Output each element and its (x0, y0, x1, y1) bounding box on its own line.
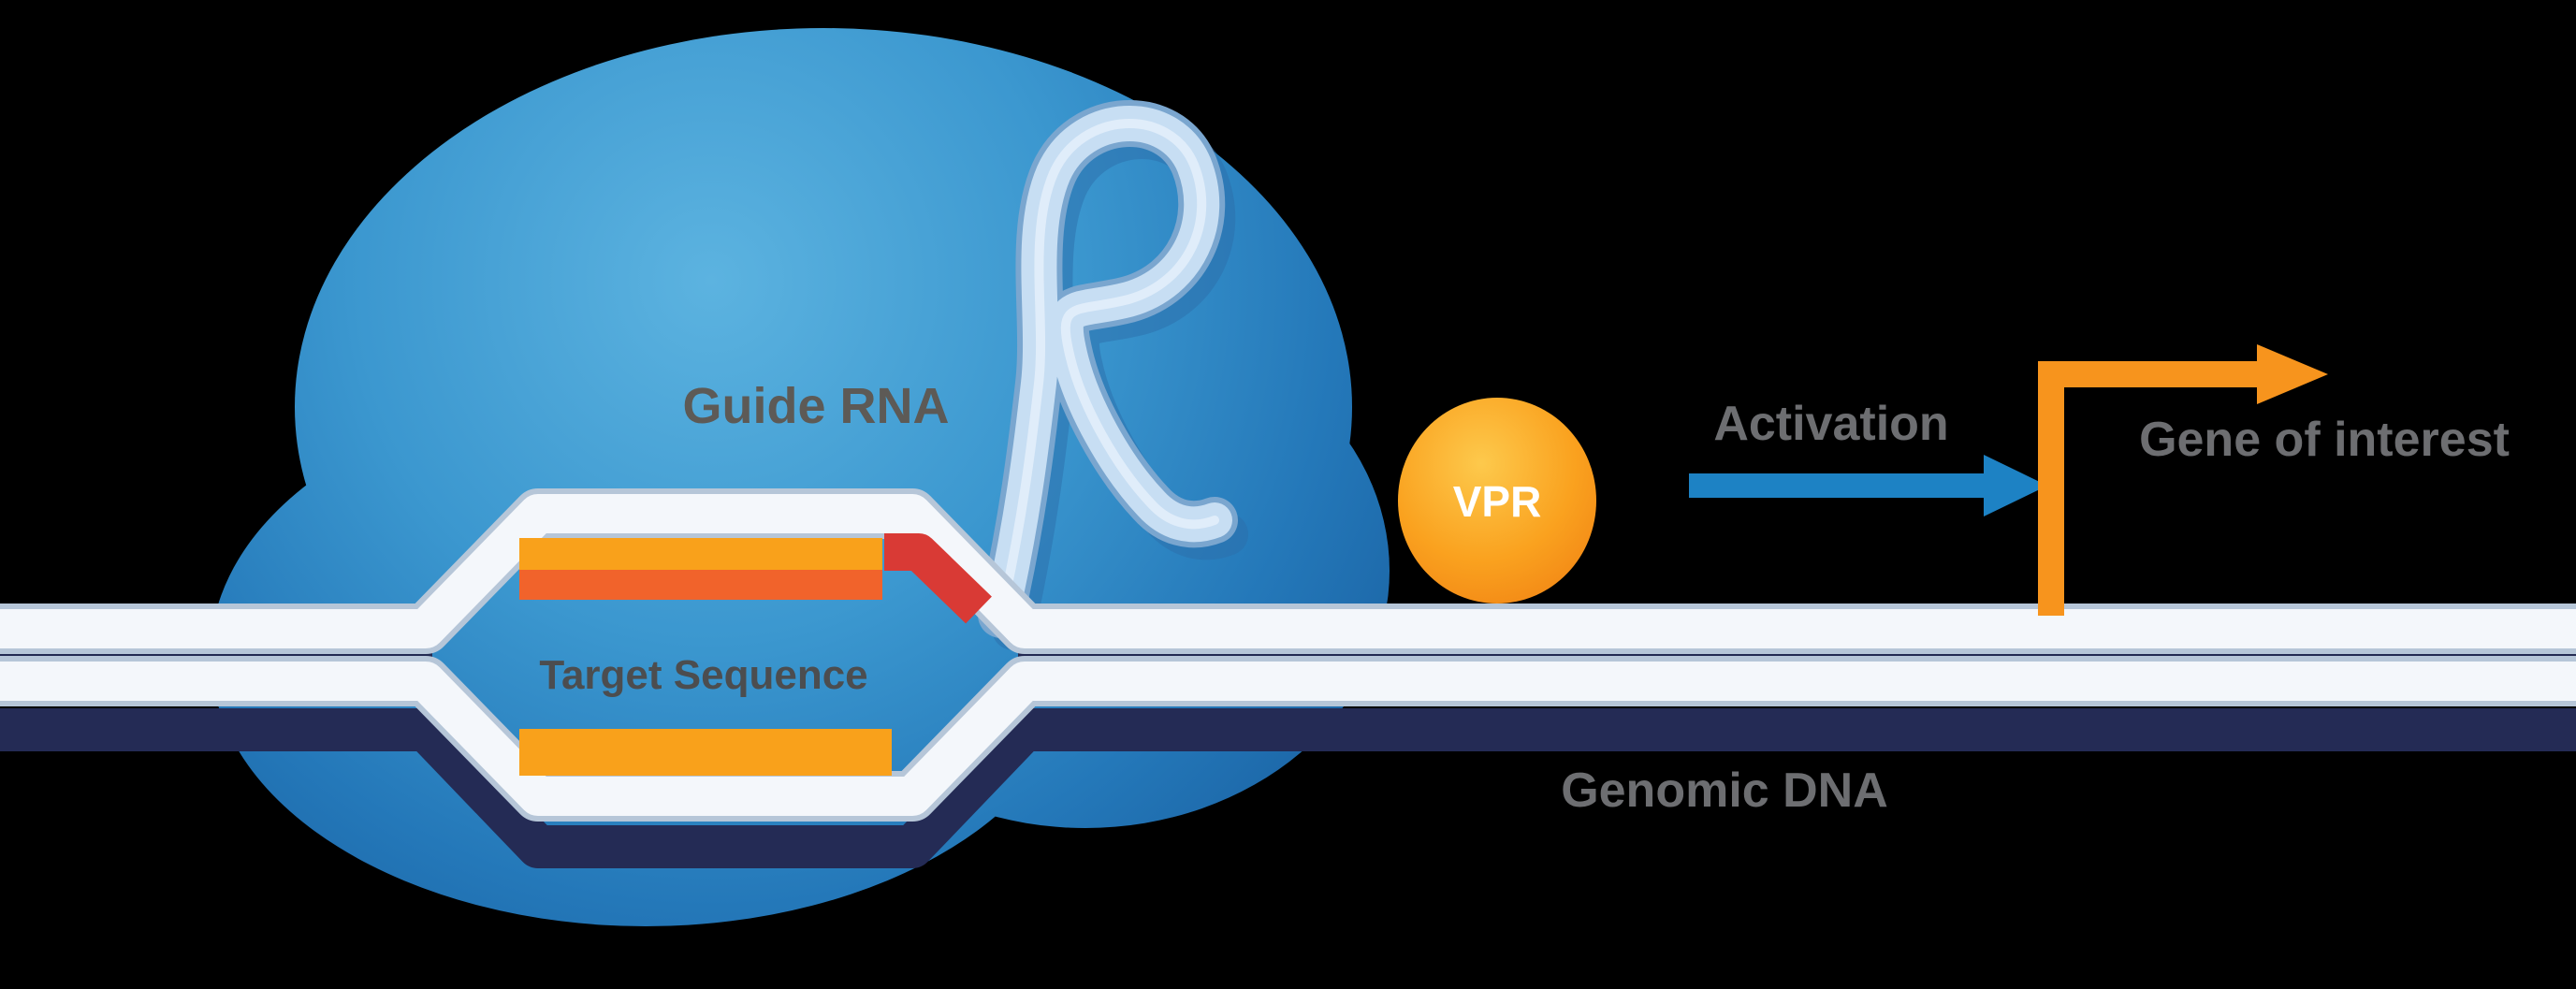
guide-rna-label: Guide RNA (682, 378, 949, 434)
target-sequence-bar-top-inner (519, 570, 882, 600)
activation-arrow (1689, 455, 2047, 516)
gene-arrow-head (2257, 344, 2328, 404)
dna-bottom-strand-body (0, 662, 2576, 816)
target-sequence-bar-bottom (519, 729, 892, 776)
pam-segment (884, 533, 992, 624)
vpr-ellipse (1398, 398, 1596, 604)
guide-rna-ribbon-highlight (997, 119, 1219, 619)
gene-arrow-shaft (2038, 361, 2264, 616)
target-sequence-bar-top (519, 538, 882, 570)
dna-shadow-strand (0, 708, 2576, 868)
genomic-dna-label: Genomic DNA (1561, 764, 1888, 818)
guide-rna-ribbon (978, 100, 1248, 650)
vpr-label: VPR (1453, 477, 1542, 526)
activation-label: Activation (1713, 397, 1948, 451)
gene-of-interest-label: Gene of interest (2139, 413, 2510, 467)
gene-arrow (2038, 344, 2328, 616)
dna-top-strand (0, 488, 2576, 654)
target-sequence-label: Target Sequence (539, 652, 867, 698)
dna-bottom-strand (0, 656, 2576, 822)
target-sequence-region (519, 533, 992, 776)
dna-top-strand-body (0, 494, 2576, 648)
